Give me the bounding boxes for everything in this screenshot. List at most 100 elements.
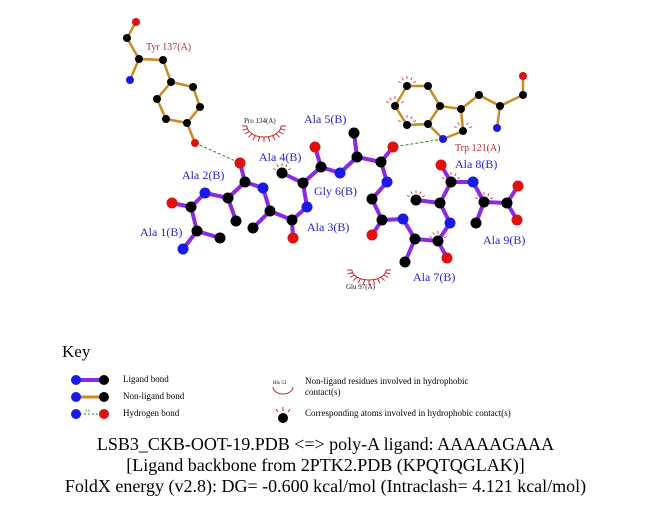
nitrogen-atom xyxy=(381,176,393,188)
nitrogen-atom xyxy=(444,217,456,229)
carbon-atom xyxy=(196,103,204,111)
ligand-label-ala8: Ala 8(B) xyxy=(455,157,497,171)
carbon-atom xyxy=(247,222,259,234)
residue-label-trp121: Trp 121(A) xyxy=(455,143,500,154)
caption-line-1: LSB3_CKB-OOT-19.PDB <=> poly-A ligand: A… xyxy=(96,434,555,454)
carbon-atom xyxy=(424,82,432,90)
carbon-atom xyxy=(376,214,388,226)
key-hydrophobic-residues-label: Non-ligand residues involved in hydropho… xyxy=(305,376,469,397)
oxygen-atom xyxy=(366,229,378,241)
key-example-residue: His 53 xyxy=(273,381,287,386)
carbon-atom xyxy=(403,82,411,90)
caption-line-3: FoldX energy (v2.8): DG= -0.600 kcal/mol… xyxy=(64,476,587,496)
nitrogen-atom xyxy=(301,201,313,213)
carbon-atom xyxy=(276,167,288,179)
oxygen-atom xyxy=(387,141,399,153)
carbon-atom xyxy=(315,161,327,173)
oxygen-atom xyxy=(132,18,140,26)
ligand-label-ala3: Ala 3(B) xyxy=(307,220,349,234)
hydrophobic-arc-glu97 xyxy=(347,269,391,285)
ligand-label-ala2: Ala 2(B) xyxy=(182,168,224,182)
carbon-atom xyxy=(135,55,143,63)
hydrophobic-contact-spokes xyxy=(397,115,417,123)
hydrophobic-contact-spokes xyxy=(397,76,417,84)
ligand-label-ala5: Ala 5(B) xyxy=(304,112,346,126)
hydrophobic-contact-spokes xyxy=(272,163,292,171)
carbon-atom xyxy=(410,194,422,206)
carbon-atom xyxy=(214,232,226,244)
ligand-label-ala4: Ala 4(B) xyxy=(259,150,301,164)
carbon-atom xyxy=(496,102,504,110)
key-hydrogen-bond-label: Hydrogen bond xyxy=(123,408,180,418)
ligand-label-ala7: Ala 7(B) xyxy=(413,270,455,284)
carbon-atom xyxy=(348,127,360,139)
carbon-atom xyxy=(409,233,421,245)
carbon-atom xyxy=(185,201,197,213)
oxygen-atom xyxy=(441,252,453,264)
carbon-atom xyxy=(470,217,482,229)
nitrogen-atom xyxy=(257,182,269,194)
nitrogen-atom xyxy=(334,167,346,179)
hydrophobic-contact-spokes xyxy=(406,190,426,198)
hydrophobic-contact-spokes xyxy=(474,192,494,200)
carbon-atom xyxy=(375,156,387,168)
hydrophobic-arc-pro134 xyxy=(242,125,286,142)
carbon-atom xyxy=(191,225,203,237)
carbon-atom xyxy=(159,56,167,64)
carbon-atom xyxy=(351,151,363,163)
residue-label-tyr137: Tyr 137(A) xyxy=(146,42,191,53)
carbon-atom xyxy=(239,176,251,188)
hydrogen-bond xyxy=(194,142,241,164)
caption-line-2: [Ligand backbone from 2PTK2.PDB (KPQTQGL… xyxy=(126,455,525,475)
carbon-atom xyxy=(264,205,276,217)
key-hydrophobic-atom xyxy=(278,413,288,423)
carbon-atom xyxy=(153,95,161,103)
non-ligand-bond xyxy=(125,37,141,60)
key-carbon-atom xyxy=(99,375,109,385)
carbon-atom xyxy=(189,83,197,91)
carbon-atom xyxy=(297,177,309,189)
nitrogen-atom xyxy=(177,243,189,255)
carbon-atom xyxy=(432,235,444,247)
carbon-atom xyxy=(424,120,432,128)
non-ligand-bond xyxy=(499,93,524,108)
key-non-ligand-bond-label: Non-ligand bond xyxy=(123,391,185,401)
nitrogen-atom xyxy=(467,176,479,188)
key-hbond-distance: 3.0 xyxy=(85,408,90,413)
nitrogen-atom xyxy=(199,187,211,199)
carbon-atom xyxy=(519,91,527,99)
carbon-atom xyxy=(123,34,131,42)
key-oxygen-atom xyxy=(99,409,109,419)
carbon-atom xyxy=(475,91,483,99)
carbon-atom xyxy=(222,192,234,204)
carbon-atom xyxy=(436,102,444,110)
residue-label-pro134: Pro 134(A) xyxy=(244,117,276,125)
key-hydrophobic-arc xyxy=(272,386,294,395)
carbon-atom xyxy=(478,196,490,208)
non-ligand-bond xyxy=(138,57,164,62)
nitrogen-atom xyxy=(397,213,409,225)
carbon-atom xyxy=(457,105,465,113)
carbon-atom xyxy=(501,197,513,209)
carbon-atom xyxy=(403,121,411,129)
carbon-atom xyxy=(399,256,411,268)
oxygen-atom xyxy=(512,180,524,192)
carbon-atom xyxy=(445,176,457,188)
carbon-atom xyxy=(434,197,446,209)
carbon-atom xyxy=(366,193,378,205)
key-nitrogen-atom xyxy=(71,409,81,419)
carbon-atom xyxy=(167,78,175,86)
ligand-label-gly6: Gly 6(B) xyxy=(314,184,357,198)
key-ligand-bond-label: Ligand bond xyxy=(123,374,169,384)
oxygen-atom xyxy=(166,197,178,209)
carbon-atom xyxy=(286,214,298,226)
oxygen-atom xyxy=(191,139,199,147)
oxygen-atom xyxy=(287,232,299,244)
carbon-atom xyxy=(230,215,242,227)
carbon-atom xyxy=(391,102,399,110)
hydrogen-bond xyxy=(392,138,444,148)
ligand-label-ala1: Ala 1(B) xyxy=(140,225,182,239)
oxygen-atom xyxy=(309,141,321,153)
ligand-label-ala9: Ala 9(B) xyxy=(483,233,525,247)
